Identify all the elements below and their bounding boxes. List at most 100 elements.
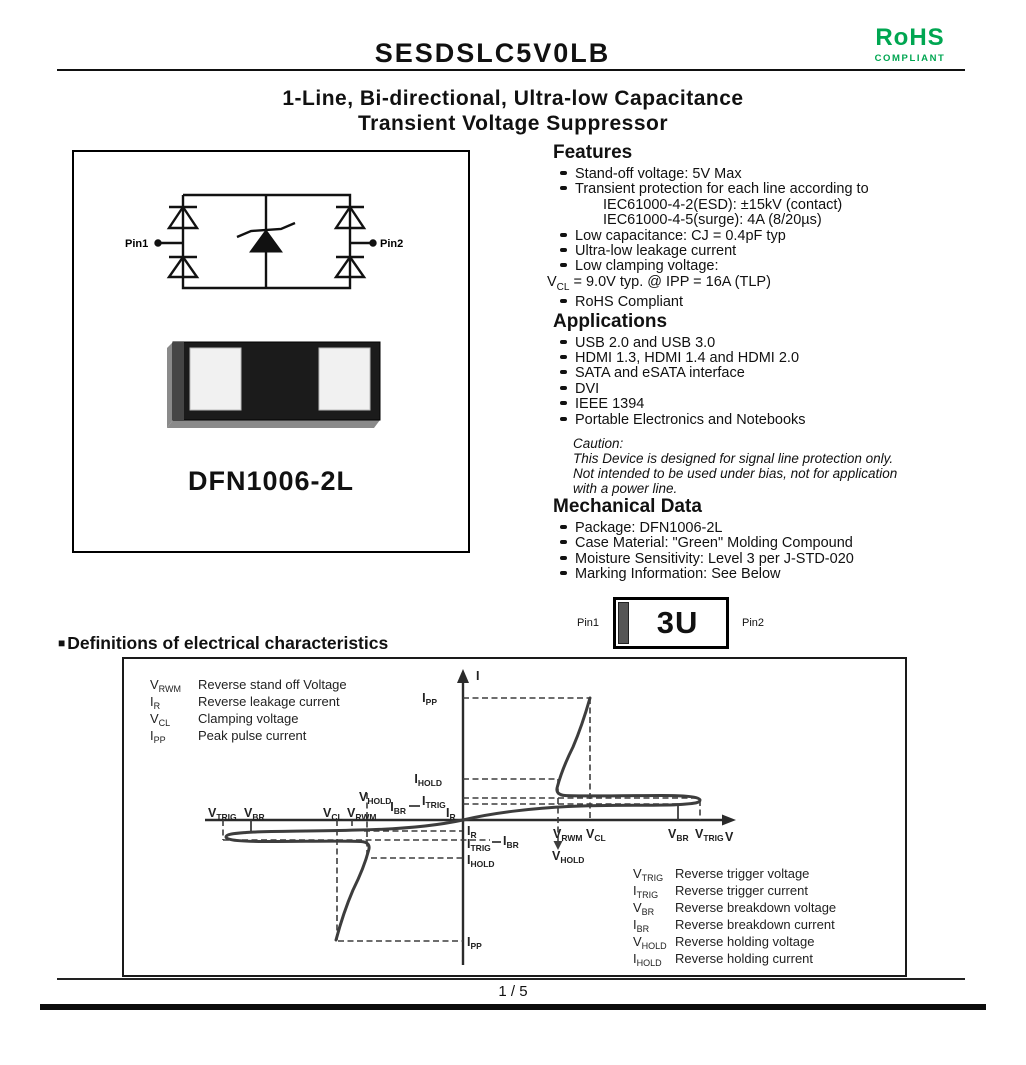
application-item: DVI [547, 381, 985, 397]
marking-diagram: Pin1 3U Pin2 [577, 596, 985, 649]
bullet-icon [560, 232, 567, 237]
page-title: SESDSLC5V0LB [374, 38, 611, 68]
svg-text:IR: IR [150, 694, 161, 711]
ibr-label-bottom: IBR [503, 834, 519, 850]
features-heading: Features [553, 142, 633, 163]
bullet-icon [560, 299, 567, 304]
iv-characteristics-graph: I V IPP [150, 669, 836, 968]
rohs-logo: RoHS COMPLIANT [868, 24, 952, 64]
v-axis-label: V [725, 830, 734, 844]
feature-item: RoHS Compliant [547, 294, 985, 310]
bullet-icon [560, 263, 567, 268]
svg-text:IHOLD: IHOLD [633, 951, 662, 968]
ibr-label-top: IBR [390, 800, 406, 816]
ir-label-bottom: IR [467, 824, 477, 840]
bullet-icon [560, 171, 567, 175]
bullet-icon [560, 354, 567, 359]
package-diagram-box: Pin1 Pin2 DFN1006-2L [72, 150, 470, 553]
svg-text:Reverse trigger current: Reverse trigger current [675, 883, 808, 898]
square-bullet-icon: ■ [58, 636, 66, 650]
feature-item: Ultra-low leakage current [547, 243, 985, 259]
marking-pin2-label: Pin2 [742, 616, 765, 629]
document-title: 1-Line, Bi-directional, Ultra-low Capaci… [0, 86, 1026, 136]
vtrig-label-right: VTRIG [695, 827, 724, 843]
pin1-node [154, 239, 162, 247]
definitions-heading: ■Definitions of electrical characteristi… [58, 633, 389, 653]
svg-text:Peak pulse current: Peak pulse current [198, 728, 307, 743]
footer-divider-thick [40, 1004, 986, 1010]
ipp-label-top: IPP [422, 691, 437, 707]
pin1-label: Pin1 [125, 238, 148, 250]
pin2-label: Pin2 [380, 238, 403, 250]
mechanical-item: Moisture Sensitivity: Level 3 per J-STD-… [547, 551, 985, 567]
package-name: DFN1006-2L [187, 466, 355, 496]
bullet-icon [560, 186, 567, 191]
application-item: USB 2.0 and USB 3.0 [547, 335, 985, 351]
v-axis-arrow-icon [722, 814, 736, 826]
vhold-label-left: VHOLD [359, 790, 391, 806]
tvs-diode-symbol [249, 229, 283, 253]
rohs-text: RoHS [875, 24, 945, 51]
bullet-icon [560, 571, 567, 576]
vbr-label-left: VBR [244, 806, 265, 822]
graph-legend-definitions: VRWM Reverse stand off Voltage IR Revers… [150, 677, 347, 745]
document-title-line1: 1-Line, Bi-directional, Ultra-low Capaci… [282, 87, 744, 110]
feature-item: Transient protection for each line accor… [547, 182, 985, 197]
bullet-icon [560, 416, 567, 421]
svg-text:Reverse breakdown voltage: Reverse breakdown voltage [675, 900, 836, 915]
svg-text:VBR: VBR [633, 900, 655, 917]
feature-item: VCL = 9.0V typ. @ IPP = 16A (TLP) [547, 273, 771, 293]
svg-text:Reverse stand off Voltage: Reverse stand off Voltage [198, 677, 347, 692]
vbr-label-right: VBR [668, 827, 689, 843]
application-item: SATA and eSATA interface [547, 366, 985, 381]
vrwm-label-left: VRWM [347, 806, 376, 822]
mechanical-item: Package: DFN1006-2L [547, 520, 985, 536]
svg-text:VTRIG: VTRIG [633, 866, 663, 883]
application-item: Portable Electronics and Notebooks [547, 412, 985, 428]
bullet-icon [560, 555, 567, 560]
vtrig-label-left: VTRIG [208, 806, 237, 822]
ipp-label-bottom: IPP [467, 935, 482, 951]
document-title-line2: Transient Voltage Suppressor [357, 112, 669, 135]
svg-text:VHOLD: VHOLD [633, 934, 667, 951]
marking-code: 3U [656, 604, 699, 640]
bullet-icon [560, 540, 567, 545]
feature-item: Low clamping voltage: [547, 259, 985, 274]
rohs-compliant-text: COMPLIANT [874, 53, 946, 64]
pin2-node [369, 239, 377, 247]
marking-pin1-bar [618, 601, 630, 644]
mechanical-data-heading: Mechanical Data [553, 495, 702, 517]
svg-text:VRWM: VRWM [150, 677, 181, 694]
svg-text:IPP: IPP [150, 728, 166, 745]
footer-divider-thin [57, 978, 965, 980]
ir-label-top: IR [446, 806, 456, 822]
feature-item: Stand-off voltage: 5V Max [547, 166, 985, 182]
itrig-label-top: ITRIG [422, 794, 446, 810]
svg-text:Reverse holding current: Reverse holding current [675, 951, 813, 966]
package-photo [167, 341, 381, 428]
feature-item: IEC61000-4-5(surge): 4A (8/20µs) [603, 212, 822, 229]
mechanical-item: Case Material: "Green" Molding Compound [547, 536, 985, 551]
page-number: 1 / 5 [498, 983, 528, 1000]
svg-text:Reverse breakdown current: Reverse breakdown current [675, 917, 835, 932]
applications-heading: Applications [553, 310, 668, 332]
vhold-label-right: VHOLD [552, 849, 584, 865]
application-item: HDMI 1.3, HDMI 1.4 and HDMI 2.0 [547, 350, 985, 366]
ihold-label-top: IHOLD [414, 772, 442, 788]
marking-pin1-label: Pin1 [577, 616, 600, 629]
feature-item: Low capacitance: CJ = 0.4pF typ [547, 228, 985, 244]
header-divider [57, 69, 965, 71]
marking-box: 3U [613, 596, 730, 649]
iv-curve-positive [461, 696, 702, 822]
application-item: IEEE 1394 [547, 396, 985, 412]
bullet-icon [560, 339, 567, 344]
circuit-and-package-graphic: Pin1 Pin2 [125, 193, 403, 428]
vhold-down-arrow-icon [553, 841, 563, 850]
vcl-label-left: VCL [323, 806, 343, 822]
svg-text:ITRIG: ITRIG [633, 883, 658, 900]
i-axis-label: I [476, 669, 479, 683]
caution-note: Caution: This Device is designed for sig… [573, 435, 898, 496]
svg-text:Reverse leakage current: Reverse leakage current [198, 694, 340, 709]
svg-text:IBR: IBR [633, 917, 650, 934]
